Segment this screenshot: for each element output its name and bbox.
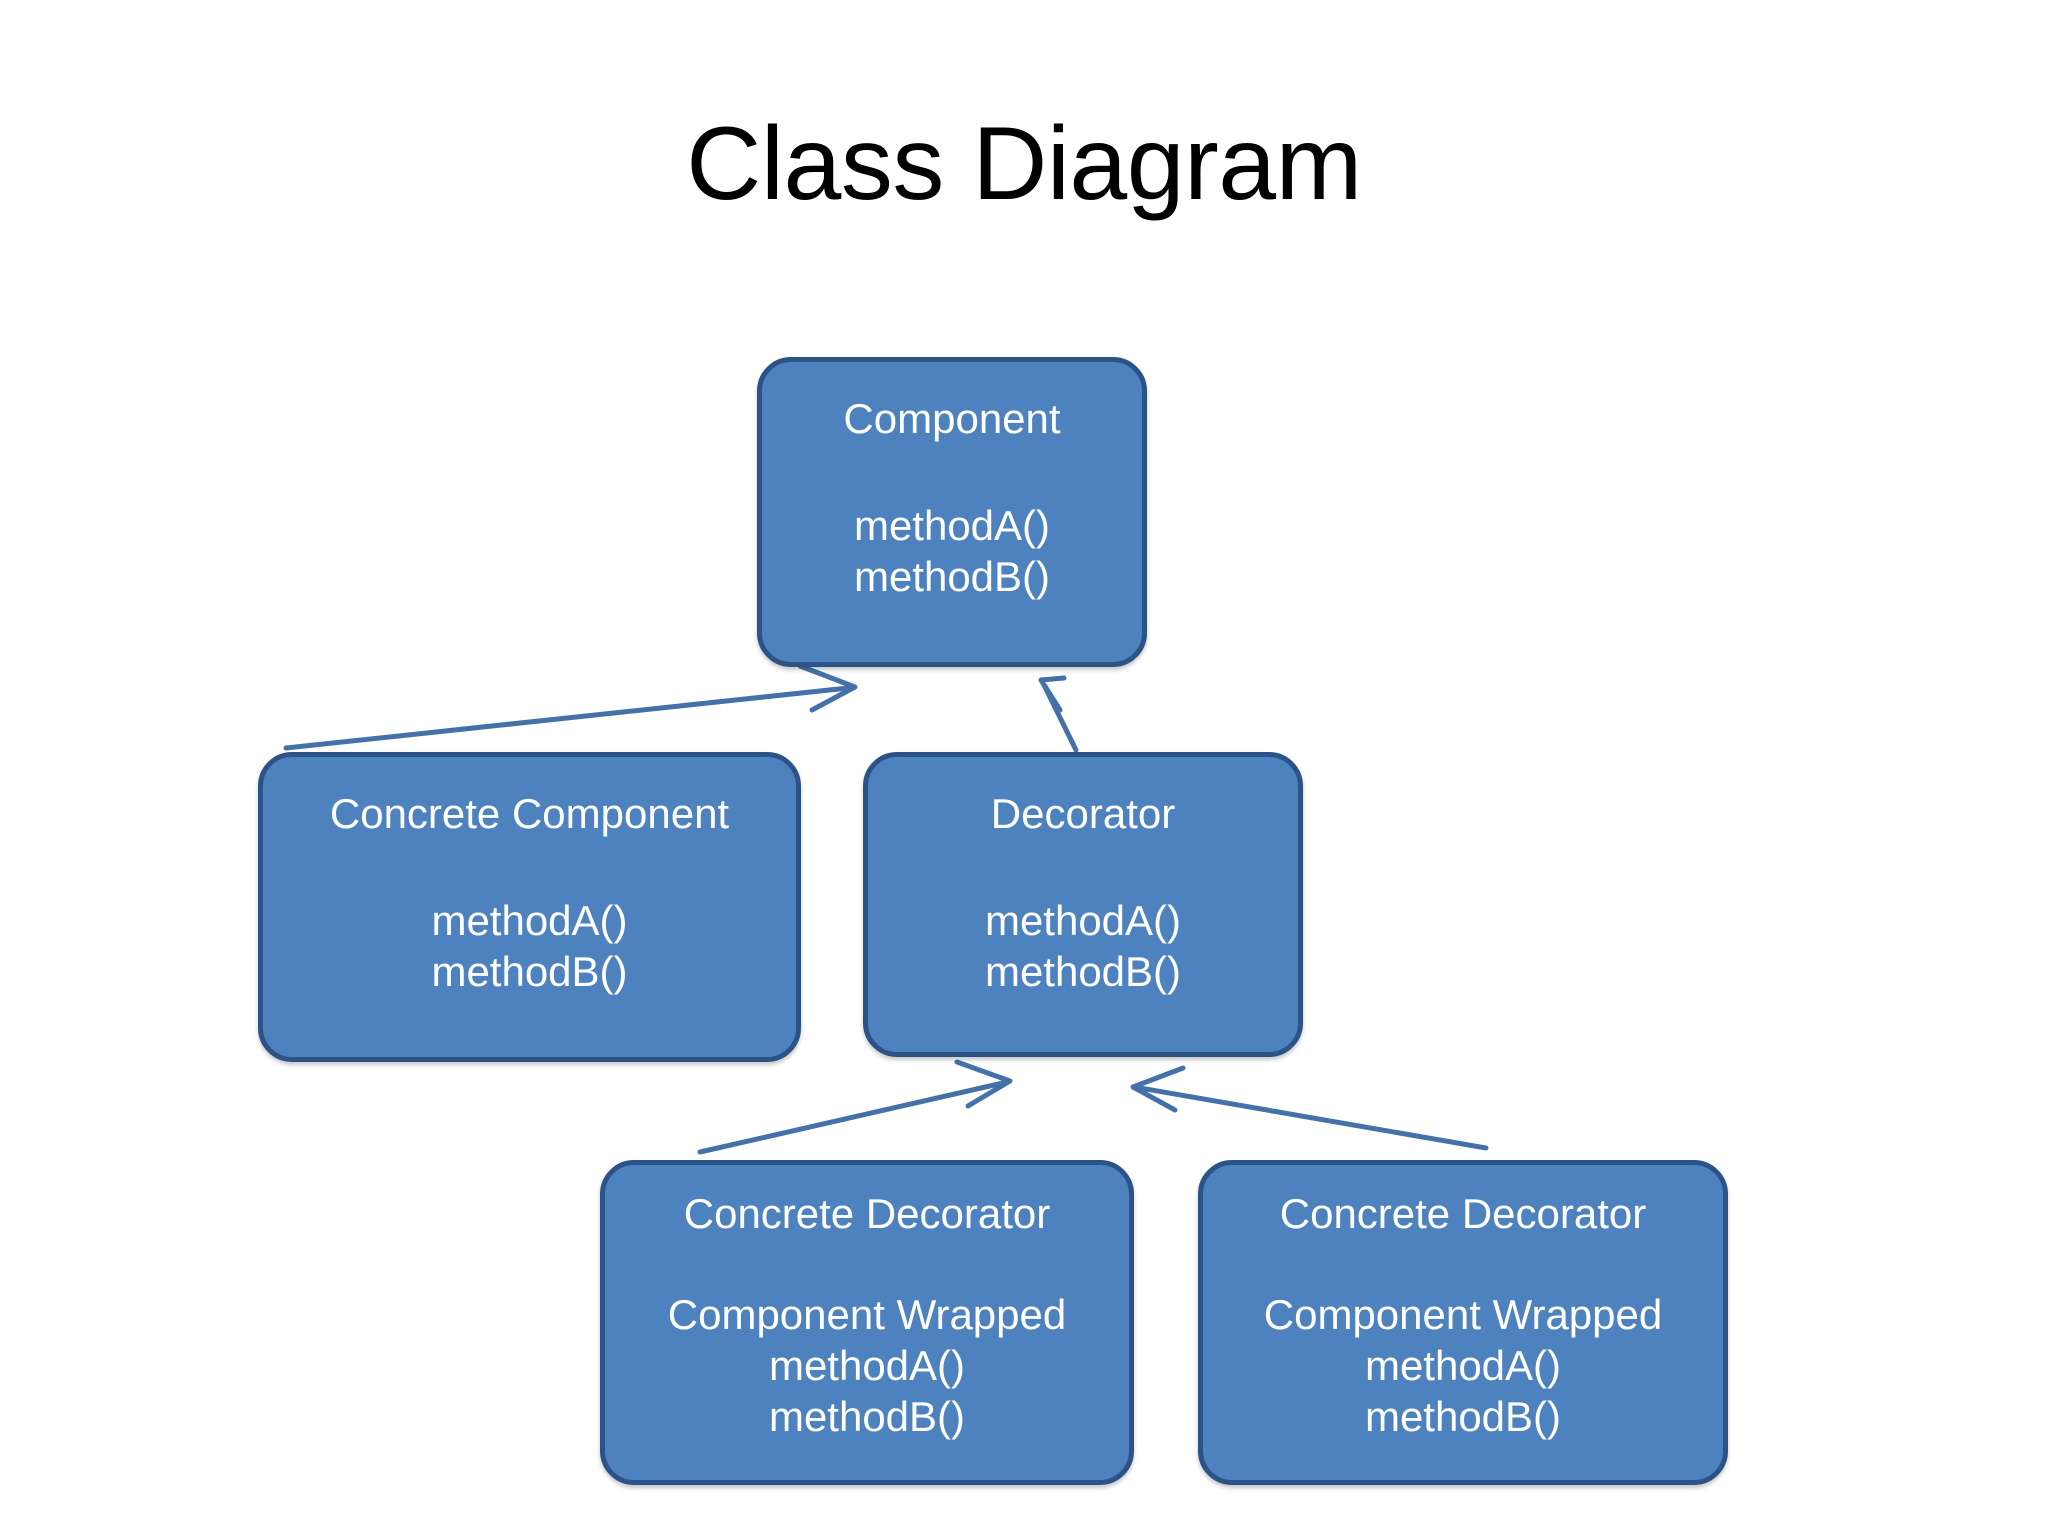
operation-item: methodA() (984, 896, 1182, 944)
operations-concrete-component: methodA() methodB() (431, 895, 627, 997)
operation-item: methodB() (431, 947, 628, 995)
operations-concrete-decorator-2: Component Wrapped methodA() methodB() (1264, 1289, 1662, 1443)
operation-item: methodB() (768, 1393, 966, 1441)
operation-item: methodA() (1364, 1341, 1562, 1389)
connector-concrete-decorator-2-to-decorator (1130, 1065, 1489, 1151)
operation-item: methodB() (1364, 1393, 1562, 1441)
class-name-concrete-decorator-2: Concrete Decorator (1279, 1190, 1647, 1237)
class-box-concrete-decorator-1[interactable]: Concrete Decorator Component Wrapped met… (600, 1160, 1134, 1485)
class-name-component: Component (843, 395, 1061, 442)
class-name-concrete-decorator-1: Concrete Decorator (683, 1190, 1051, 1237)
operation-item: Component Wrapped (1263, 1290, 1663, 1338)
class-name-concrete-component: Concrete Component (329, 790, 730, 837)
class-box-decorator[interactable]: Decorator methodA() methodB() (863, 752, 1303, 1057)
operation-item: methodB() (984, 947, 1182, 995)
operation-item: methodB() (853, 552, 1051, 600)
operation-item: methodA() (768, 1341, 966, 1389)
connector-concrete-component-to-component (283, 663, 858, 751)
operations-decorator: methodA() methodB() (985, 895, 1181, 997)
class-box-component[interactable]: Component methodA() methodB() (757, 357, 1147, 667)
operation-item: methodA() (853, 501, 1051, 549)
operation-item: methodA() (431, 896, 628, 944)
operations-concrete-decorator-1: Component Wrapped methodA() methodB() (668, 1289, 1066, 1443)
connector-concrete-decorator-1-to-decorator (697, 1059, 1013, 1155)
operations-component: methodA() methodB() (854, 500, 1050, 602)
connector-decorator-to-component (1038, 675, 1079, 753)
class-box-concrete-decorator-2[interactable]: Concrete Decorator Component Wrapped met… (1198, 1160, 1728, 1485)
class-box-concrete-component[interactable]: Concrete Component methodA() methodB() (258, 752, 801, 1062)
page-title: Class Diagram (686, 106, 1362, 222)
class-name-decorator: Decorator (990, 790, 1176, 837)
operation-item: Component Wrapped (667, 1290, 1067, 1338)
